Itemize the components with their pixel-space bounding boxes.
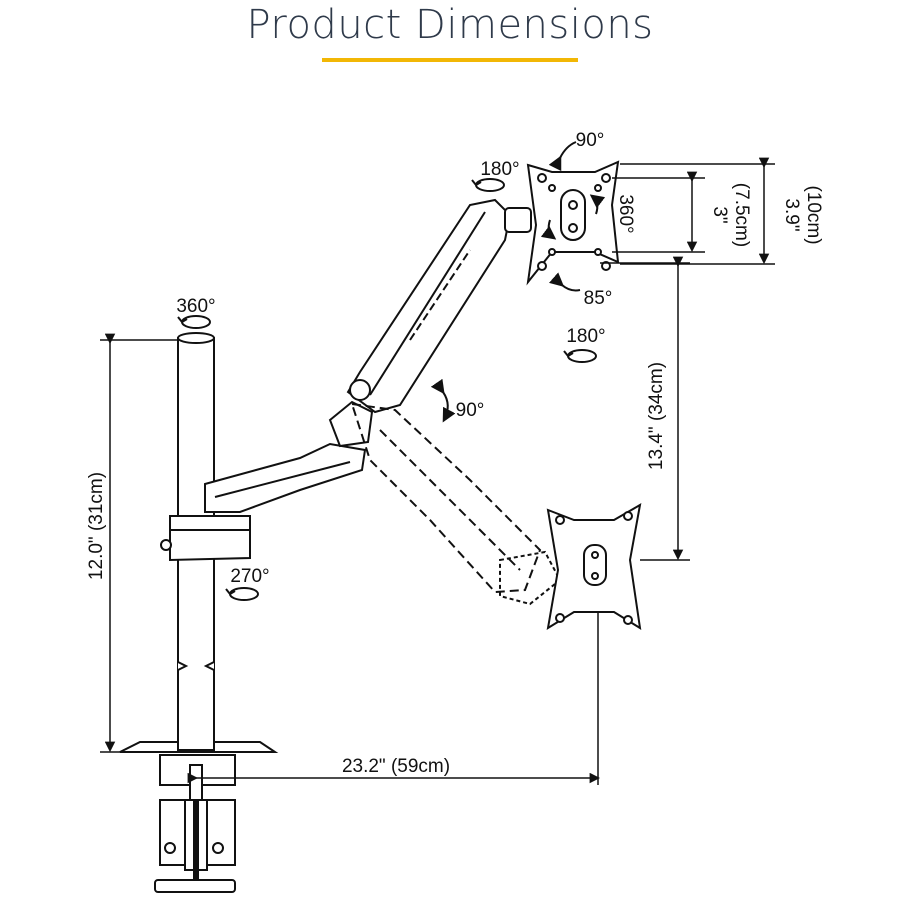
arm-rotation-label: 270° xyxy=(230,566,269,587)
desk-clamp xyxy=(119,741,279,893)
title-underline xyxy=(322,58,578,62)
pole-rotation-label: 360° xyxy=(176,296,215,317)
arm-lowered-position xyxy=(350,402,562,606)
page-title: Product Dimensions xyxy=(246,2,654,48)
arm-reach-label: 23.2" (59cm) xyxy=(342,756,450,777)
rotate-270-arm-icon xyxy=(225,587,259,601)
rotate-360-pole-icon xyxy=(177,315,211,329)
rotate-180-head-icon xyxy=(471,178,505,192)
vesa-plate-lower xyxy=(546,503,642,631)
rotate-180-lower-icon xyxy=(563,349,597,363)
head-tilt-bottom-label: 85° xyxy=(584,288,613,309)
rotate-360-head-icon xyxy=(540,194,606,240)
elbow-tilt-label: 90° xyxy=(456,400,485,421)
vesa-small-cm-label: (7.5cm) xyxy=(731,183,752,247)
dimension-lines xyxy=(100,157,775,785)
upper-arm xyxy=(346,198,532,414)
tilt-85-bottom-icon xyxy=(548,272,581,292)
head-rotate-label: 360° xyxy=(615,194,636,233)
head-tilt-top-label: 90° xyxy=(576,130,605,151)
vertical-travel-label: 13.4" (34cm) xyxy=(646,362,667,470)
vesa-small-in-label: 3" xyxy=(709,206,730,223)
vesa-plate-upper xyxy=(526,160,620,286)
vesa-large-cm-label: (10cm) xyxy=(803,185,824,244)
pole-height-label: 12.0" (31cm) xyxy=(86,472,107,580)
tilt-90-elbow-icon xyxy=(430,378,456,423)
vesa-large-in-label: 3.9" xyxy=(781,198,802,231)
rotation-arrows xyxy=(177,141,606,601)
labels: 360° 270° 180° 90° 85° 180° 90° 360° 12.… xyxy=(86,130,824,777)
head-swivel-label: 180° xyxy=(480,159,519,180)
lower-swivel-label: 180° xyxy=(566,326,605,347)
tilt-90-top-icon xyxy=(548,141,577,172)
lower-arm xyxy=(160,400,374,562)
